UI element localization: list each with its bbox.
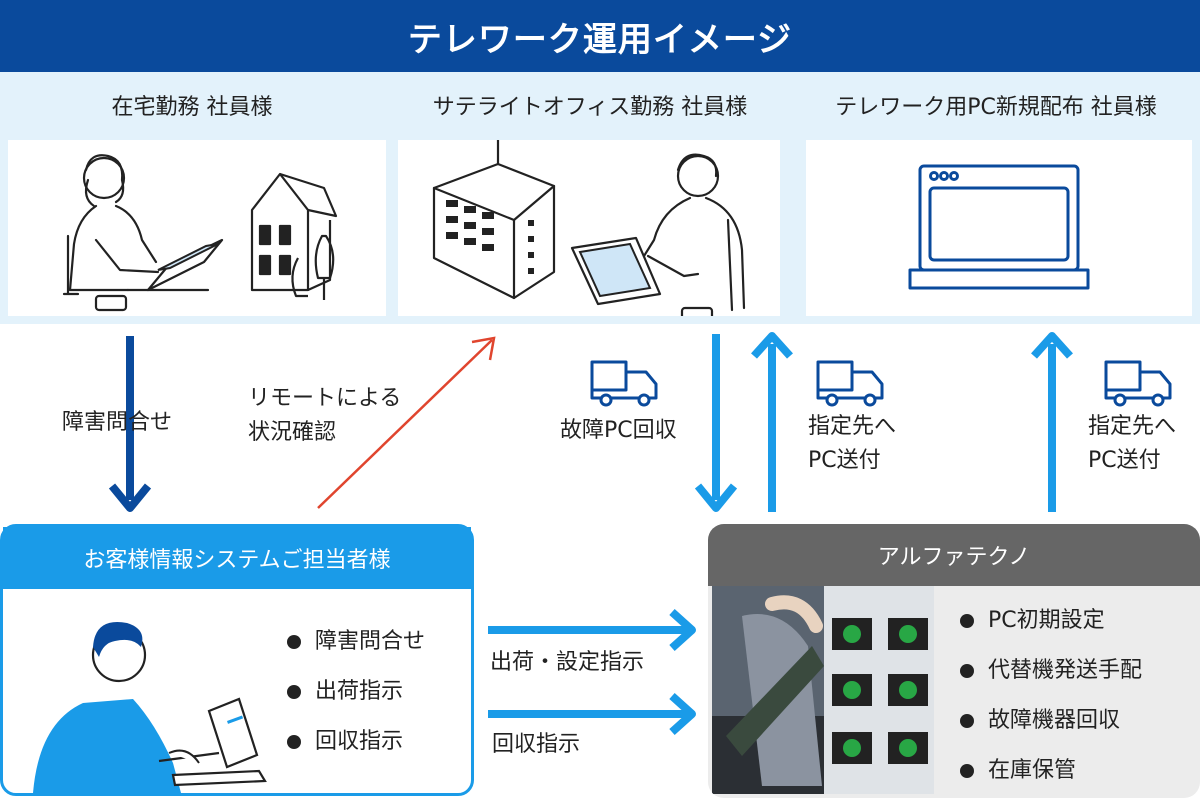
- customer-task-list: 障害問合せ 出荷指示 回収指示: [287, 617, 425, 767]
- collect-arrow: [488, 693, 696, 735]
- ship-to-satellite-arrow: [751, 332, 793, 512]
- alpha-service-list: PC初期設定 代替機発送手配 故障機器回収 在庫保管: [960, 596, 1142, 796]
- panel-new-pc-label: テレワーク用PC新規配布 社員様: [835, 95, 1157, 120]
- admin-illustration: [33, 622, 267, 793]
- list-item: 故障機器回収: [960, 696, 1142, 746]
- ship-caption-1-line2: PC送付: [808, 448, 881, 473]
- list-item: 出荷指示: [287, 667, 425, 717]
- truck-icon: [816, 360, 884, 407]
- laptop-icon: [908, 164, 1090, 290]
- remote-check-caption: リモートによる 状況確認: [248, 382, 401, 450]
- ship-setup-arrow: [488, 609, 696, 651]
- panel-new-pc-header: テレワーク用PC新規配布 社員様: [792, 72, 1200, 138]
- remote-check-line1: リモートによる: [248, 386, 402, 411]
- bullet-icon: [960, 664, 974, 678]
- customer-panel-title: お客様情報システムご担当者様: [83, 548, 391, 573]
- bullet-icon: [287, 635, 301, 649]
- list-item: 障害問合せ: [287, 617, 425, 667]
- list-item: PC初期設定: [960, 596, 1142, 646]
- panel-home-label: 在宅勤務 社員様: [111, 95, 273, 120]
- facility-photo: [712, 586, 934, 794]
- ship-caption-1: 指定先へ PC送付: [808, 410, 896, 478]
- alpha-techno-header: アルファテクノ: [708, 524, 1200, 586]
- bullet-icon: [287, 685, 301, 699]
- home-worker-illustration: [62, 154, 338, 312]
- list-item: 回収指示: [287, 717, 425, 767]
- ship-caption-2-line1: 指定先へ: [1088, 414, 1177, 439]
- panel-home-header: 在宅勤務 社員様: [0, 72, 384, 138]
- alpha-techno-title: アルファテクノ: [877, 545, 1031, 570]
- list-item: 在庫保管: [960, 746, 1142, 796]
- fault-pc-caption: 故障PC回収: [560, 418, 677, 443]
- inquiry-caption: 障害問合せ: [62, 410, 173, 435]
- bullet-icon: [960, 714, 974, 728]
- alpha-techno-panel: アルファテクノ PC初期設定 代替機発送手配 故障機器回収 在庫保管: [708, 524, 1200, 798]
- customer-panel: お客様情報システムご担当者様 障害問合せ 出荷指示 回収指示: [0, 524, 474, 796]
- truck-icon: [1104, 360, 1172, 407]
- bullet-icon: [960, 764, 974, 778]
- ship-caption-2: 指定先へ PC送付: [1088, 410, 1176, 478]
- panel-satellite-header: サテライトオフィス勤務 社員様: [398, 72, 782, 138]
- ship-to-new-pc-arrow: [1031, 332, 1073, 512]
- satellite-worker-illustration: [432, 138, 746, 324]
- page-title: テレワーク運用イメージ: [0, 0, 1200, 72]
- panel-new-pc-body: [806, 140, 1192, 316]
- remote-check-line2: 状況確認: [248, 420, 337, 445]
- truck-icon: [590, 360, 658, 407]
- customer-panel-header: お客様情報システムご担当者様: [3, 527, 471, 589]
- bullet-icon: [287, 735, 301, 749]
- panel-home-body: [8, 140, 386, 316]
- ship-caption-2-line2: PC送付: [1088, 448, 1161, 473]
- list-item: 代替機発送手配: [960, 646, 1142, 696]
- panel-satellite-body: [398, 138, 780, 324]
- fault-pc-arrow: [694, 334, 738, 512]
- ship-setup-caption: 出荷・設定指示: [490, 650, 645, 675]
- collect-caption: 回収指示: [492, 732, 581, 757]
- panel-satellite-label: サテライトオフィス勤務 社員様: [432, 95, 748, 120]
- bullet-icon: [960, 614, 974, 628]
- ship-caption-1-line1: 指定先へ: [808, 414, 897, 439]
